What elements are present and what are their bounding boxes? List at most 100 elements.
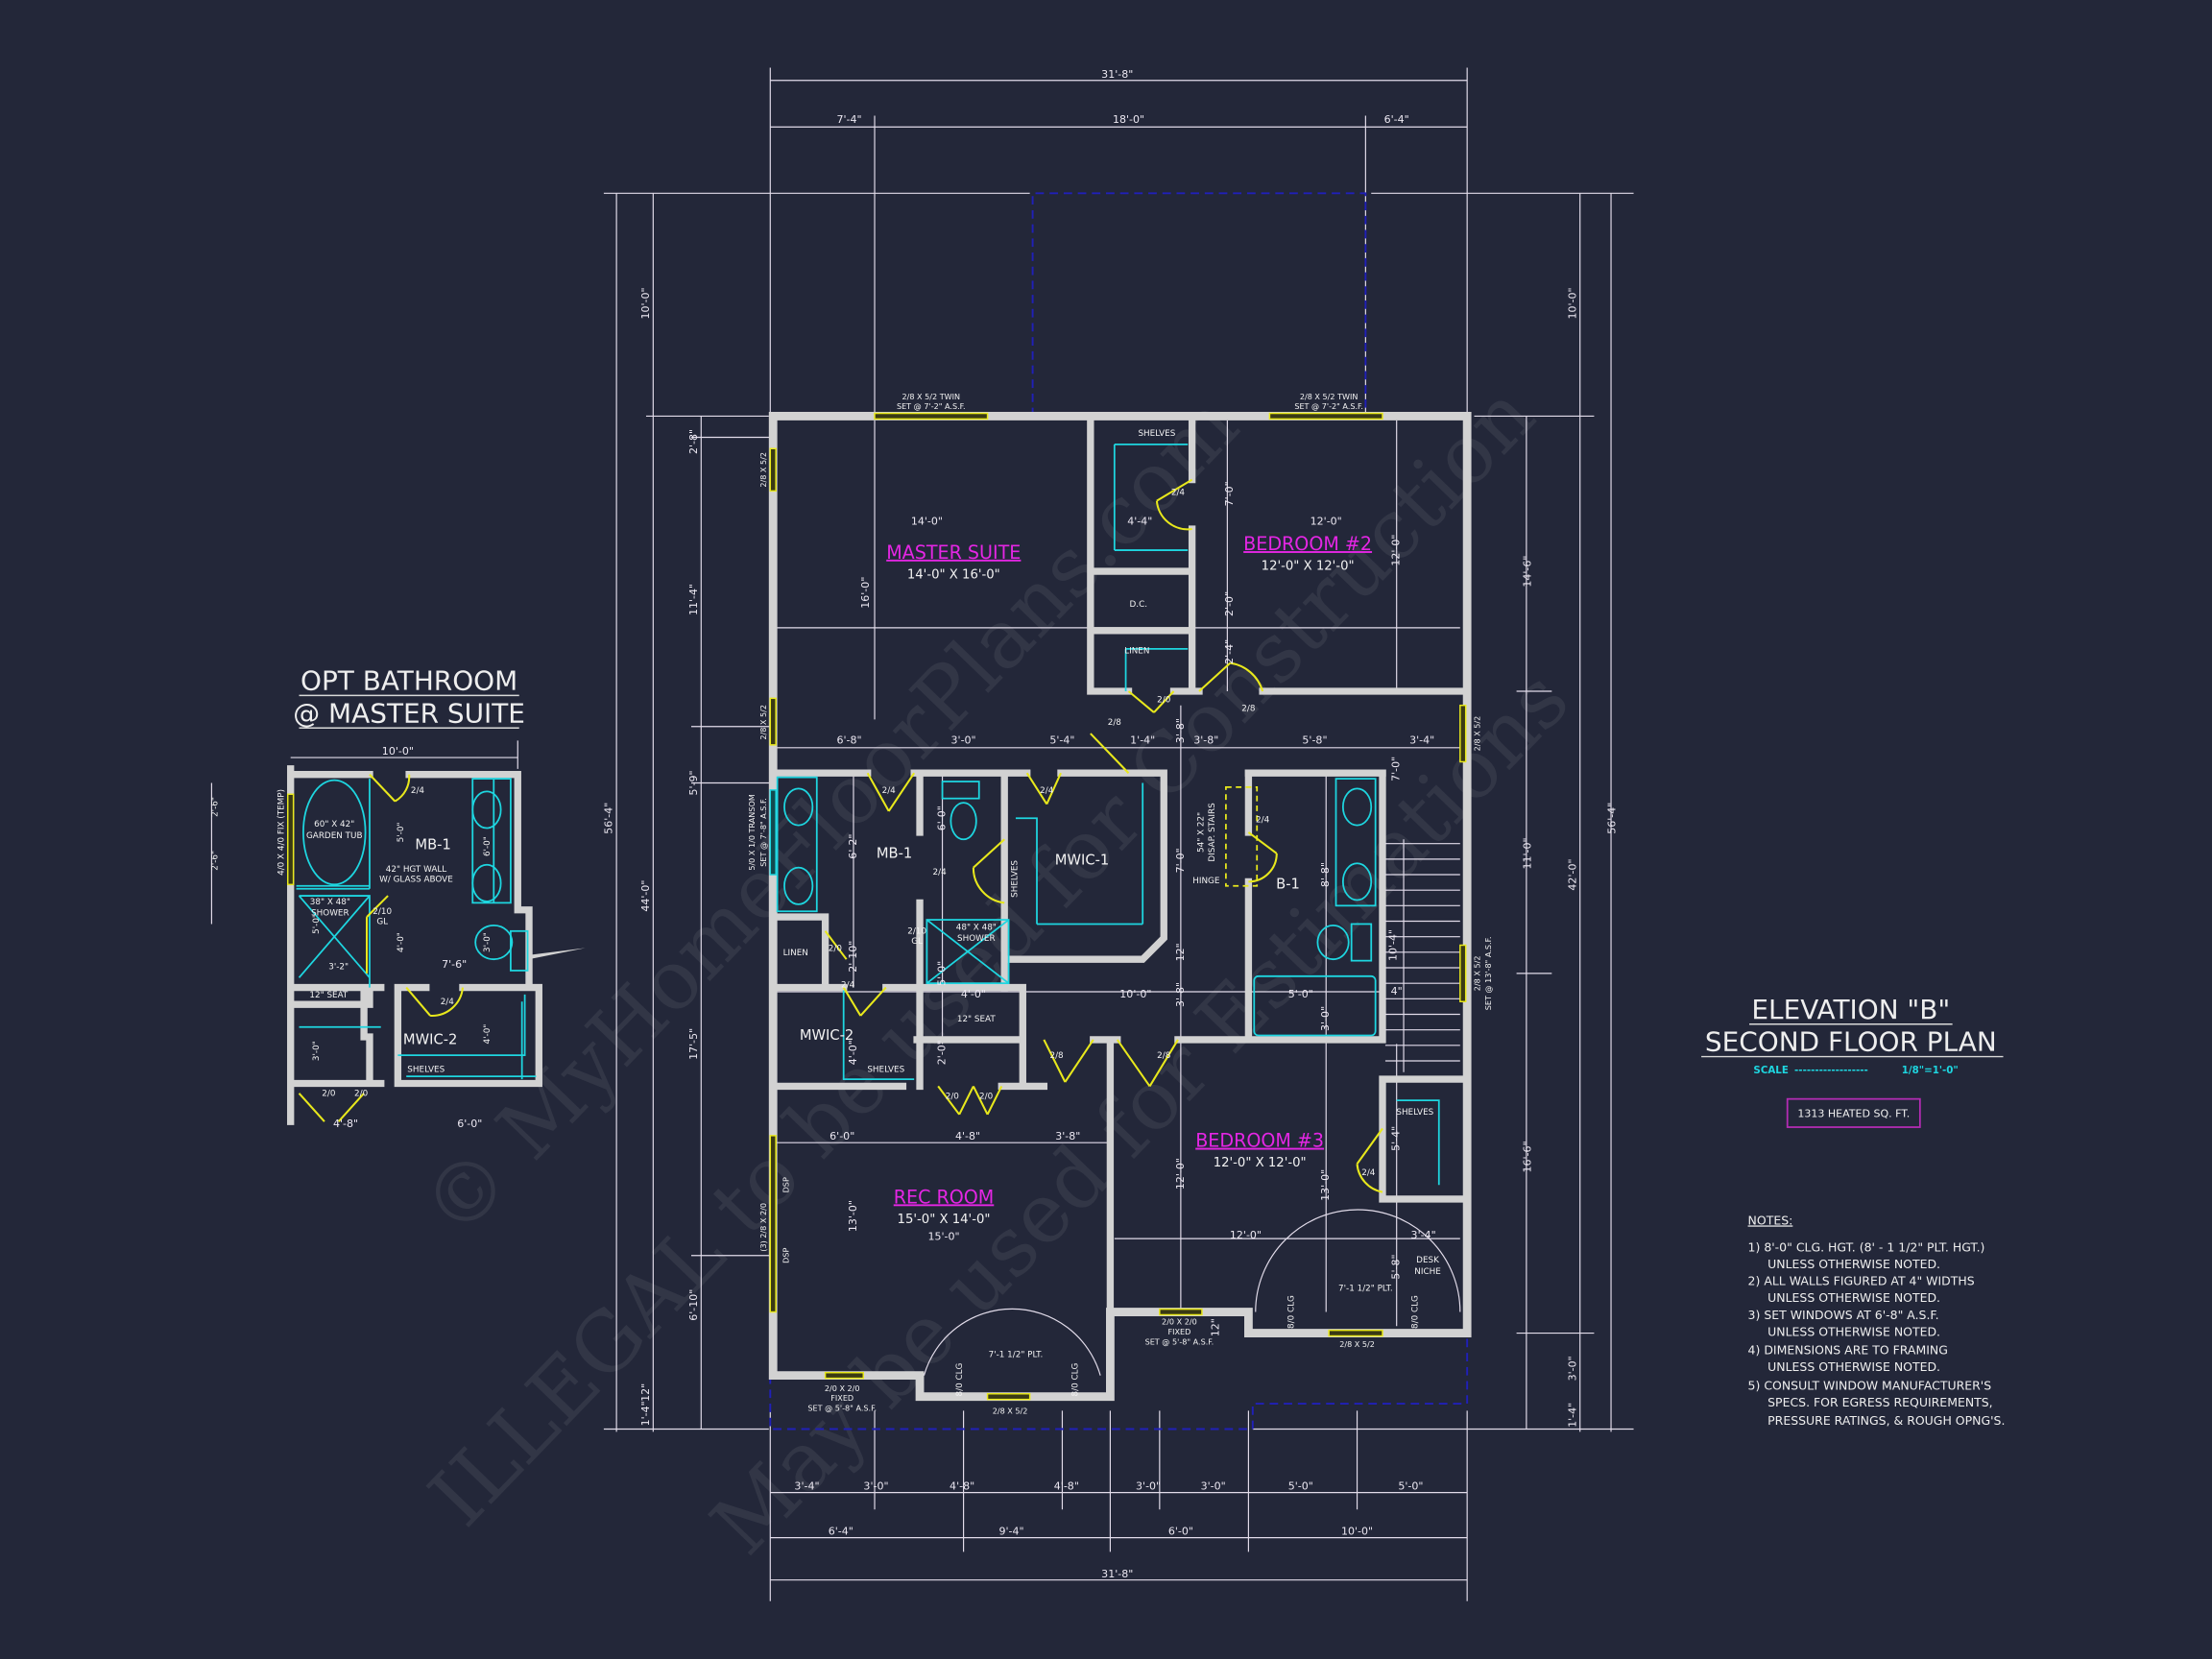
plan-label: 7'-1 1/2" PLT.: [1338, 1284, 1393, 1293]
interior-dimension: 2'-0": [1223, 591, 1236, 616]
interior-dimension: 5'-4": [1390, 1126, 1403, 1151]
interior-dimension: 2'-10": [847, 941, 859, 973]
fixtures: [776, 443, 1440, 1186]
dim-left-overall: 56'-4": [603, 803, 615, 834]
plan-label: 54" X 22": [1196, 812, 1206, 853]
plan-label: MWIC-2: [800, 1027, 854, 1044]
room-size: 12'-0" X 12'-0": [1262, 560, 1355, 574]
plan-label: 2/8: [1108, 718, 1121, 728]
opt-bathroom-label: GARDEN TUB: [306, 831, 363, 841]
window-label: (3) 2/8 X 2/0: [758, 1203, 768, 1252]
bathtub-icon: [1253, 974, 1377, 1037]
window-label: FIXED: [1167, 1327, 1190, 1336]
notes: NOTES: 1) 8'-0" CLG. HGT. (8' - 1 1/2" P…: [1748, 1213, 2006, 1428]
window-label: 2/8 X 5/2: [1339, 1339, 1375, 1349]
plan-label: 12" SEAT: [957, 1015, 997, 1024]
opt-bathroom-label: 42" HGT WALL: [386, 865, 446, 875]
interior-dimension: 12'-0": [1174, 1158, 1187, 1190]
interior-dimension: 13'-0": [847, 1200, 859, 1232]
window-label: SET @ 7'-2" A.S.F.: [897, 401, 966, 411]
interior-dimension: 4'-4": [1127, 516, 1152, 528]
opt-bathroom-label: 5'-0": [312, 914, 322, 934]
interior-dimension: 7'-0": [1174, 848, 1187, 873]
window-label: 2/8 X 5/2: [1472, 956, 1481, 992]
interior-dimension: 6'-2": [847, 834, 859, 859]
interior-dimension: 3'-0": [1319, 1006, 1332, 1031]
plan-title-line-2: SECOND FLOOR PLAN: [1705, 1026, 1997, 1058]
sink-icon: [783, 866, 814, 905]
dim-top: 18'-0": [1113, 113, 1144, 126]
plan-label: 2/4: [933, 868, 948, 878]
opt-bathroom-plan: OPT BATHROOM @ MASTER SUITE: [210, 665, 586, 1125]
plan-label: 2/4: [841, 981, 855, 991]
plan-label: 2/4: [1256, 816, 1270, 826]
interior-dimension: 12'-0": [1390, 535, 1403, 566]
plan-label: 2/0: [829, 944, 843, 953]
opt-bathroom-label: 4'-0": [397, 932, 406, 952]
plan-label: 2/4: [1171, 489, 1186, 498]
interior-dimension: 3'-0": [951, 733, 976, 746]
plan-label: 48" X 48": [956, 923, 997, 932]
plan-title-line-1: ELEVATION "B": [1751, 994, 1950, 1025]
window-label: 2/8 X 5/2: [758, 452, 768, 488]
outer-dimensions: 31'-8" 7'-4" 18'-0" 6'-4" 3'-4" 3'-0" 4'…: [603, 68, 1619, 1580]
interior-dimension: 4'-0": [847, 1040, 859, 1065]
dim-bottom: 4'-8": [950, 1480, 974, 1493]
interior-dimension: 3'-8": [1174, 718, 1187, 743]
interior-dimension: 2'-4": [1223, 639, 1236, 664]
dim-left: 10'-0": [639, 287, 652, 319]
scale-label: SCALE: [1753, 1065, 1788, 1076]
heated-area-box: [1786, 1097, 1921, 1128]
interior-dimension: 3'-4": [1409, 733, 1434, 746]
interior-dimension: 5'-0": [1288, 988, 1313, 1000]
toilet-icon: [950, 802, 977, 841]
dim-bottom: 4'-8": [1054, 1480, 1079, 1493]
dim-left: 5'-9": [687, 770, 700, 795]
dim-left: 12": [639, 1383, 652, 1402]
opt-bathroom-label: 4/0 X 4/0 FIX (TEMP): [276, 789, 286, 876]
doors: [824, 478, 1383, 1193]
dim-bottom: 3'-0": [1136, 1480, 1161, 1493]
window-label: SET @ 5'-8" A.S.F.: [1145, 1336, 1214, 1346]
dim-bottom: 3'-0": [1201, 1480, 1226, 1493]
window-label: 5/0 X 1/0 TRANSOM: [747, 794, 757, 871]
interior-dimension: 1'-4": [1130, 733, 1155, 746]
window-label: SET @ 5'-8" A.S.F.: [807, 1403, 877, 1412]
dim-right: 14'-6": [1521, 556, 1533, 588]
window-label: SET @ 7'-2" A.S.F.: [1294, 401, 1363, 411]
opt-bathroom-label: 6'-0": [483, 836, 493, 856]
opt-bathroom-label: SHOWER: [311, 909, 349, 919]
interior-dimension: 5'-0": [935, 961, 948, 986]
plan-labels: SHELVESD.C.LINEN2/42/02/82/8MB-12/42/4MW…: [783, 429, 1441, 1396]
interior-dimension: 4'-8": [955, 1130, 980, 1142]
opt-bathroom-label: 5'-0": [397, 823, 406, 843]
plan-label: DISAP. STAIRS: [1208, 803, 1217, 862]
opt-bathroom-label: 2'-6": [210, 851, 220, 871]
plan-label: 2/0: [1157, 696, 1171, 706]
room-labels: MASTER SUITE 14'-0" X 16'-0" BEDROOM #2 …: [886, 533, 1372, 1227]
scale-value: 1/8"=1'-0": [1902, 1065, 1959, 1076]
opt-bathroom-label: W/ GLASS ABOVE: [379, 875, 453, 884]
dim-top: 6'-4": [1384, 113, 1409, 126]
plan-label: 2/4: [1040, 786, 1054, 796]
dim-right: 1'-4": [1566, 1403, 1578, 1428]
window-label: DSP: [781, 1177, 790, 1192]
plan-label: MB-1: [877, 845, 912, 861]
interior-dimension: 12'-0": [1230, 1229, 1262, 1241]
opt-bathroom-label: 2/4: [411, 786, 425, 796]
opt-bathroom-label: 2/10: [373, 907, 392, 917]
window-label: 2/8 X 5/2 TWIN: [902, 392, 960, 401]
plan-label: GL: [911, 937, 923, 947]
plan-label: 8/0 CLG: [1286, 1295, 1296, 1329]
note-line: 4) DIMENSIONS ARE TO FRAMING: [1748, 1343, 1948, 1358]
window-label: 2/8 X 5/2 TWIN: [1300, 392, 1358, 401]
plan-label: NICHE: [1414, 1267, 1441, 1277]
interior-dimension: 14'-0": [911, 516, 943, 528]
interior-dimension: 5'-8": [1390, 1254, 1403, 1279]
plan-label: 8/0 CLG: [1411, 1295, 1421, 1329]
interior-dimension: 5'-8": [1302, 733, 1327, 746]
plan-label: LINEN: [1124, 646, 1149, 656]
opt-bathroom-label: MWIC-2: [403, 1031, 457, 1047]
